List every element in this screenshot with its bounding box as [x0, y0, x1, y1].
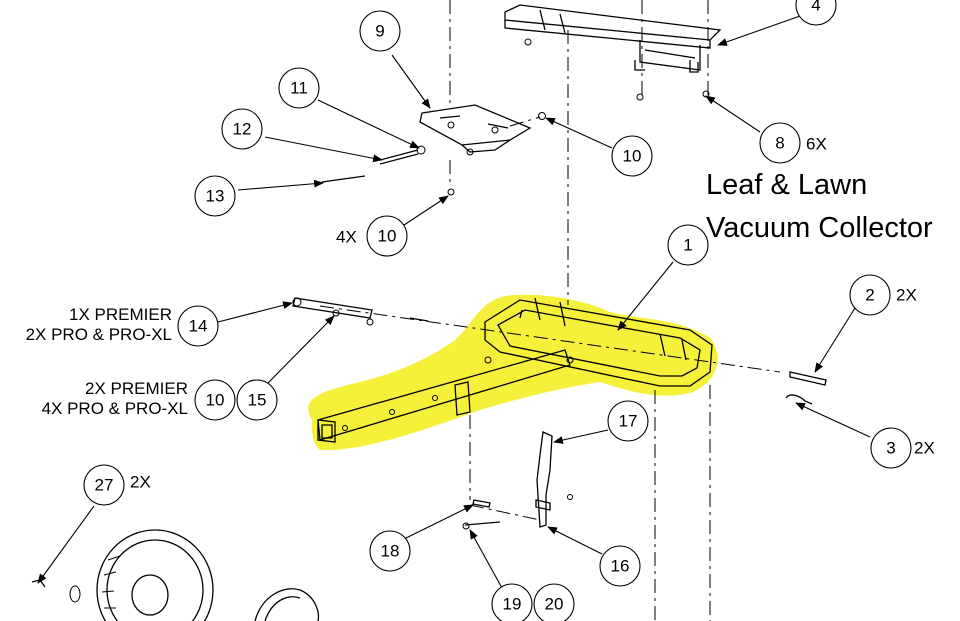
part-16-17-bracket	[462, 431, 573, 530]
qty-27: 2X	[130, 473, 151, 492]
svg-text:13: 13	[206, 187, 225, 206]
svg-text:4: 4	[811, 0, 820, 15]
callout-8: 8	[759, 122, 801, 164]
svg-text:14: 14	[189, 317, 208, 336]
svg-text:10: 10	[206, 391, 225, 410]
callout-17: 17	[607, 400, 649, 442]
title-line1: Leaf & Lawn	[706, 169, 867, 201]
svg-text:17: 17	[619, 412, 638, 431]
note-15-line2: 4X PRO & PRO-XL	[42, 399, 188, 418]
callout-15: 15	[236, 379, 278, 421]
qty-2: 2X	[896, 286, 917, 305]
part-4-cross-frame	[504, 4, 722, 101]
callout-2: 2	[849, 274, 891, 316]
svg-text:9: 9	[375, 22, 384, 41]
assembly-lines	[319, 0, 781, 621]
frame-highlight	[308, 294, 718, 451]
part-2-3-pin-clip	[785, 371, 827, 405]
title-line2: Vacuum Collector	[706, 212, 933, 244]
callout-9: 9	[359, 10, 401, 52]
svg-text:1: 1	[683, 236, 692, 255]
svg-text:10: 10	[623, 147, 642, 166]
svg-text:15: 15	[248, 391, 267, 410]
callout-3: 3	[870, 427, 912, 469]
callout-4: 4	[795, 0, 837, 26]
qty-10: 4X	[336, 228, 357, 247]
callout-12: 12	[221, 108, 263, 150]
callout-18: 18	[369, 530, 411, 572]
part-14-gas-strut	[292, 297, 429, 326]
leader-lines	[37, 15, 871, 589]
callout-10-plate: 10	[611, 135, 653, 177]
callout-14: 14	[177, 305, 219, 347]
svg-text:2: 2	[865, 286, 874, 305]
svg-text:3: 3	[886, 439, 895, 458]
callout-19: 19	[491, 583, 533, 621]
svg-text:11: 11	[290, 79, 308, 98]
svg-text:12: 12	[233, 120, 252, 139]
callout-20: 20	[533, 583, 575, 621]
svg-text:19: 19	[503, 595, 522, 614]
note-14-line2: 2X PRO & PRO-XL	[26, 325, 172, 344]
qty-3: 2X	[914, 439, 935, 458]
qty-8: 6X	[806, 135, 827, 154]
callout-11: 11	[278, 67, 320, 109]
svg-text:27: 27	[95, 476, 114, 495]
callout-27: 27	[83, 464, 125, 506]
svg-text:10: 10	[378, 227, 397, 246]
callout-10-strut: 10	[194, 379, 236, 421]
callout-10-bolts: 10	[366, 215, 408, 257]
part-9-mounting-plate	[419, 104, 532, 156]
note-15-line1: 2X PREMIER	[85, 379, 188, 398]
svg-text:18: 18	[381, 542, 400, 561]
callout-1: 1	[667, 224, 709, 266]
svg-text:20: 20	[545, 595, 564, 614]
svg-text:8: 8	[775, 134, 784, 153]
plate-hardware	[321, 112, 546, 196]
part-1-main-frame	[317, 297, 713, 443]
callout-16: 16	[599, 545, 641, 587]
callout-13: 13	[194, 175, 236, 217]
note-14-line1: 1X PREMIER	[69, 305, 172, 324]
part-27-wheels	[31, 529, 320, 621]
svg-text:16: 16	[611, 557, 630, 576]
